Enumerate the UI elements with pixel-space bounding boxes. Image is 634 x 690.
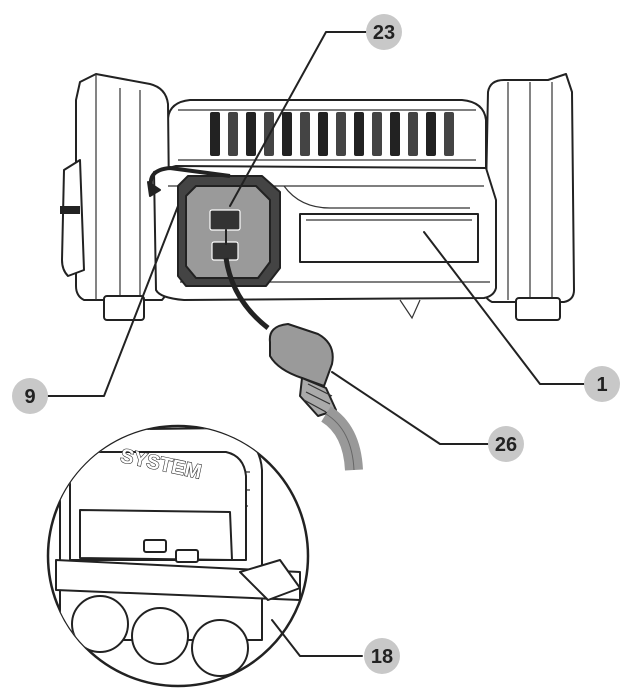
callout-1: 1 bbox=[584, 366, 620, 402]
leader-23 bbox=[229, 31, 367, 207]
right-handle bbox=[483, 73, 575, 321]
vent-fin bbox=[282, 112, 292, 156]
leader-1 bbox=[423, 231, 585, 385]
vent-fin bbox=[300, 112, 310, 156]
vent-fin bbox=[318, 112, 328, 156]
vent-fin bbox=[246, 112, 256, 156]
leader-9 bbox=[39, 205, 179, 397]
vent-fin bbox=[426, 112, 436, 156]
top-vent-grille bbox=[167, 99, 487, 169]
vent-fin bbox=[408, 112, 418, 156]
callout-9: 9 bbox=[12, 378, 48, 414]
vent-fin bbox=[354, 112, 364, 156]
port-socket-upper bbox=[209, 209, 241, 231]
vent-fin bbox=[372, 112, 382, 156]
detail-magnifier: SYSTEM bbox=[46, 424, 310, 688]
vent-fin bbox=[444, 112, 454, 156]
svg-text:26: 26 bbox=[495, 434, 517, 456]
svg-text:18: 18 bbox=[371, 646, 393, 668]
detail-usb-port bbox=[143, 539, 167, 553]
vent-fin bbox=[390, 112, 400, 156]
vent-fin bbox=[210, 112, 220, 156]
svg-text:9: 9 bbox=[24, 386, 35, 408]
port-socket-lower bbox=[211, 241, 239, 261]
vent-fin bbox=[336, 112, 346, 156]
leader-26 bbox=[331, 371, 489, 445]
side-strip bbox=[60, 206, 80, 214]
vent-fin bbox=[228, 112, 238, 156]
left-handle bbox=[61, 73, 171, 321]
svg-text:23: 23 bbox=[373, 22, 395, 44]
cable-plug bbox=[268, 323, 337, 417]
charger-cable bbox=[147, 165, 363, 471]
device-body bbox=[60, 73, 575, 321]
callout-18: 18 bbox=[364, 638, 400, 674]
port-cover bbox=[185, 185, 271, 279]
charging-port bbox=[177, 175, 281, 287]
svg-text:1: 1 bbox=[596, 374, 607, 396]
detail-usb-port-2 bbox=[175, 549, 199, 563]
cable-cord bbox=[320, 406, 363, 471]
leader-lines bbox=[39, 31, 585, 657]
leader-18 bbox=[271, 619, 363, 657]
callout-23: 23 bbox=[366, 14, 402, 50]
callout-26: 26 bbox=[488, 426, 524, 462]
